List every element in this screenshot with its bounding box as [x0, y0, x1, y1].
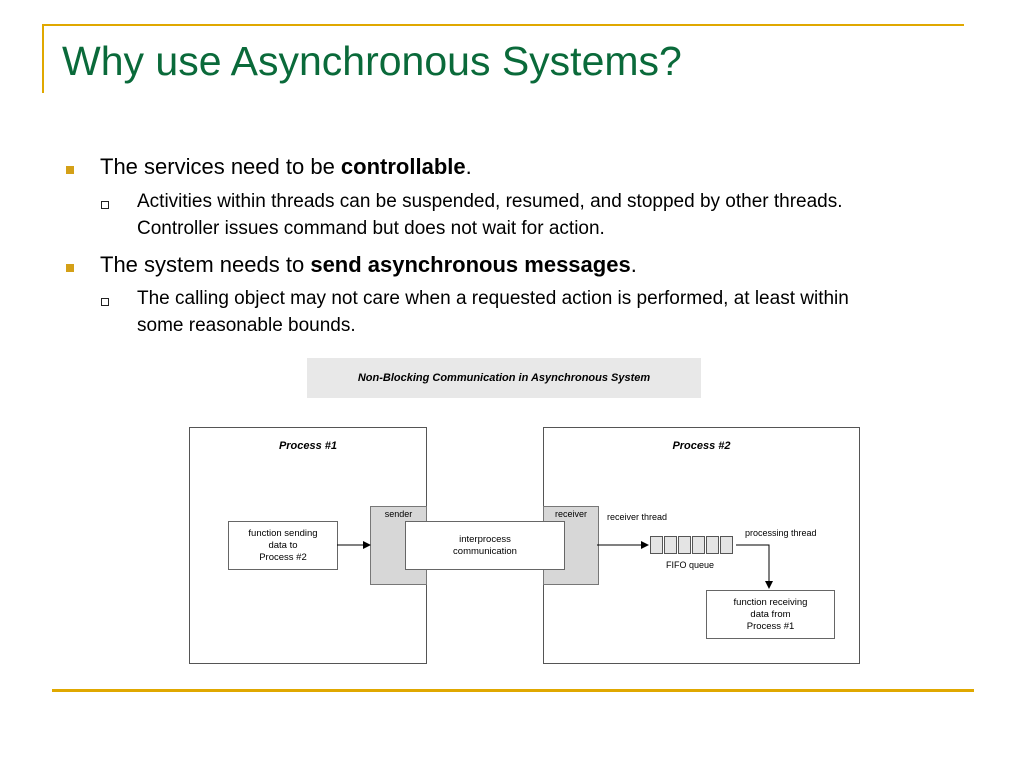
bullet-1-sub-text: Activities within threads can be suspend…	[137, 191, 843, 239]
bullet-2-text: The system needs to send asynchronous me…	[100, 252, 637, 277]
fifo-cell	[664, 536, 677, 554]
receiver-thread-label: receiver thread	[607, 512, 668, 522]
bottom-rule	[52, 689, 974, 692]
sender-label: sender	[384, 509, 413, 519]
top-rule	[42, 24, 964, 26]
processing-thread-label: processing thread	[745, 528, 817, 538]
fifo-cell	[650, 536, 663, 554]
bullet-marker	[66, 166, 74, 174]
sub-bullet-marker	[101, 298, 109, 306]
fifo-queue	[650, 536, 736, 554]
bullet-1-text: The services need to be controllable.	[100, 154, 472, 179]
fifo-queue-label: FIFO queue	[666, 560, 715, 570]
fifo-cell	[692, 536, 705, 554]
bullet-marker	[66, 264, 74, 272]
receiver-label: receiver	[554, 509, 587, 519]
fifo-cell	[706, 536, 719, 554]
slide-title: Why use Asynchronous Systems?	[62, 38, 682, 84]
fifo-cell	[678, 536, 691, 554]
left-rule	[42, 24, 44, 93]
sub-bullet-marker	[101, 201, 109, 209]
arrow-process	[736, 544, 773, 589]
process-2-label: Process #2	[672, 440, 731, 452]
diagram-caption: Non-Blocking Communication in Asynchrono…	[307, 358, 701, 398]
bullet-2-sub-text: The calling object may not care when a r…	[137, 288, 849, 336]
process-1-label: Process #1	[278, 440, 338, 452]
fifo-cell	[720, 536, 733, 554]
